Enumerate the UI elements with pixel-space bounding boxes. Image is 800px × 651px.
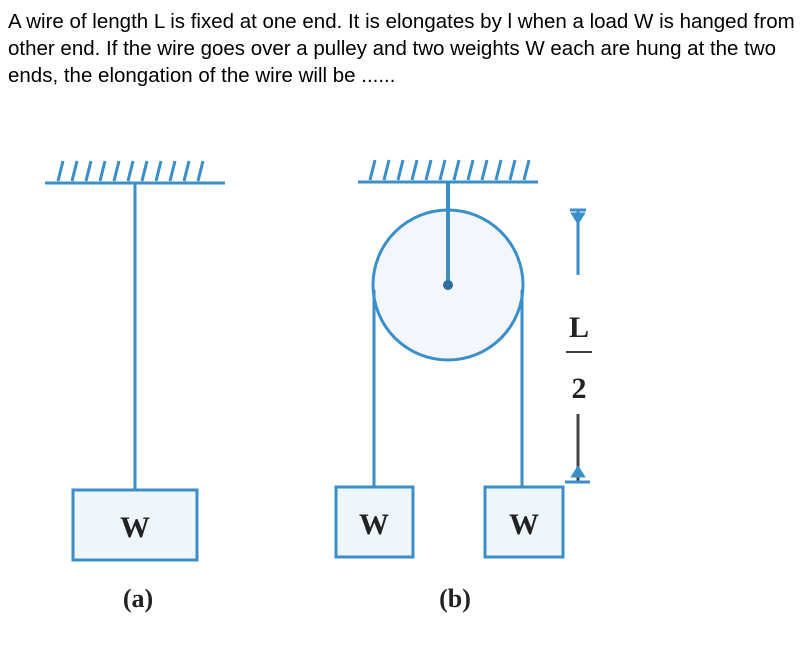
caption-b: (b)	[439, 584, 471, 613]
figure-a: W (a)	[45, 160, 225, 613]
hatch-mark	[522, 159, 531, 181]
hatch-mark	[396, 159, 405, 181]
hatch-mark	[382, 159, 391, 181]
length-numerator: L	[569, 311, 589, 344]
hatch-mark	[368, 159, 377, 181]
hatch-mark	[126, 160, 135, 182]
hatch-mark	[438, 159, 447, 181]
length-dimension	[565, 208, 592, 484]
figure-b: W W L 2 (b)	[334, 159, 592, 613]
hatch-mark	[182, 160, 191, 182]
hatch-mark	[112, 160, 121, 182]
hatch-mark	[508, 159, 517, 181]
weight-box-b-left	[334, 485, 415, 559]
question-text: A wire of length L is fixed at one end. …	[8, 10, 795, 87]
weight-label-b-right: W	[509, 508, 539, 541]
length-denominator: 2	[572, 372, 587, 405]
ceiling-b	[358, 159, 538, 184]
weight-label-a: W	[120, 511, 150, 544]
weight-box-b-right	[483, 485, 565, 559]
hatch-mark	[424, 159, 433, 181]
hatch-mark	[196, 160, 205, 182]
hatch-mark	[168, 160, 177, 182]
hatch-mark	[70, 160, 79, 182]
hatch-mark	[494, 159, 503, 181]
hatch-mark	[56, 160, 65, 182]
hatch-mark	[84, 160, 93, 182]
hatch-mark	[480, 159, 489, 181]
caption-a: (a)	[123, 584, 153, 613]
pulley-axle	[443, 280, 453, 290]
weight-box-a	[71, 488, 199, 562]
weight-label-b-left: W	[359, 508, 389, 541]
hatch-mark	[410, 159, 419, 181]
ceiling-a	[45, 160, 225, 185]
hatch-mark	[452, 159, 461, 181]
hatch-mark	[98, 160, 107, 182]
hatch-mark	[140, 160, 149, 182]
hatch-mark	[154, 160, 163, 182]
hatch-mark	[466, 159, 475, 181]
